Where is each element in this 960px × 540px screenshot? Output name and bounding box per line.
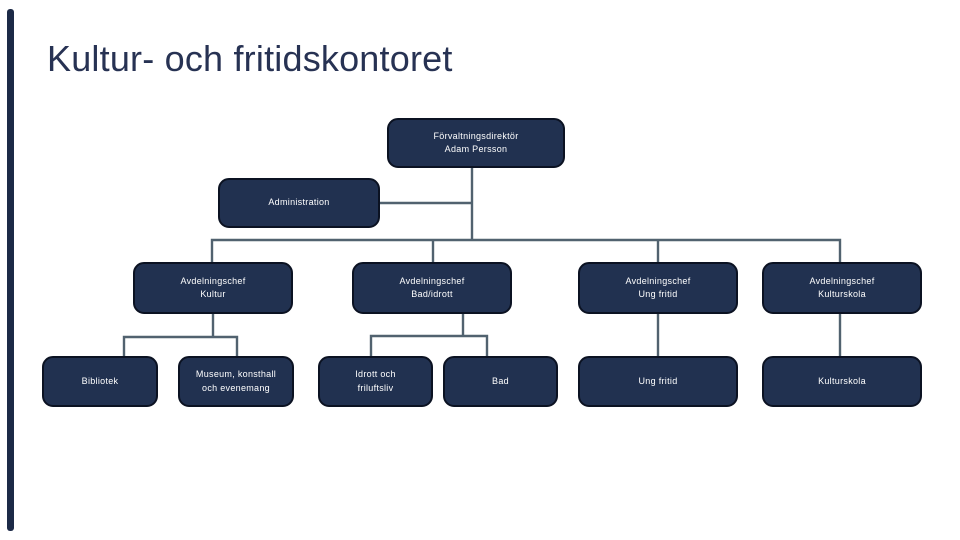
- org-node-unit-ung-fritid: Ung fritid: [578, 356, 738, 407]
- org-node-unit-kulturskola: Kulturskola: [762, 356, 922, 407]
- org-node-dept-ung-fritid: Avdelningschef Ung fritid: [578, 262, 738, 314]
- org-node-unit-museum: Museum, konsthall och evenemang: [178, 356, 294, 407]
- org-node-dept-kultur-label: Avdelningschef Kultur: [180, 275, 246, 300]
- org-node-administration: Administration: [218, 178, 380, 228]
- org-node-dept-bad-idrott: Avdelningschef Bad/idrott: [352, 262, 512, 314]
- org-node-dept-kultur: Avdelningschef Kultur: [133, 262, 293, 314]
- org-node-unit-idrott-friluftsliv: Idrott och friluftsliv: [318, 356, 433, 407]
- page-title: Kultur- och fritidskontoret: [47, 38, 453, 79]
- org-node-dept-bad-idrott-label: Avdelningschef Bad/idrott: [399, 275, 465, 300]
- org-node-unit-bad-label: Bad: [492, 375, 509, 386]
- org-node-unit-museum-label: Museum, konsthall och evenemang: [195, 369, 277, 393]
- org-node-unit-bad: Bad: [443, 356, 558, 407]
- left-accent-bar: [7, 9, 14, 531]
- org-node-director: Förvaltningsdirektör Adam Persson: [387, 118, 565, 168]
- org-node-administration-label: Administration: [268, 197, 330, 208]
- org-node-unit-bibliotek-label: Bibliotek: [81, 375, 119, 386]
- org-node-dept-kulturskola: Avdelningschef Kulturskola: [762, 262, 922, 314]
- org-node-director-label: Förvaltningsdirektör Adam Persson: [433, 130, 519, 155]
- org-node-unit-bibliotek: Bibliotek: [42, 356, 158, 407]
- org-node-unit-kulturskola-label: Kulturskola: [818, 375, 866, 386]
- org-node-unit-ung-fritid-label: Ung fritid: [638, 375, 678, 386]
- org-node-dept-kulturskola-label: Avdelningschef Kulturskola: [809, 275, 875, 300]
- org-node-dept-ung-fritid-label: Avdelningschef Ung fritid: [625, 275, 691, 300]
- org-node-unit-idrott-friluftsliv-label: Idrott och friluftsliv: [355, 369, 396, 393]
